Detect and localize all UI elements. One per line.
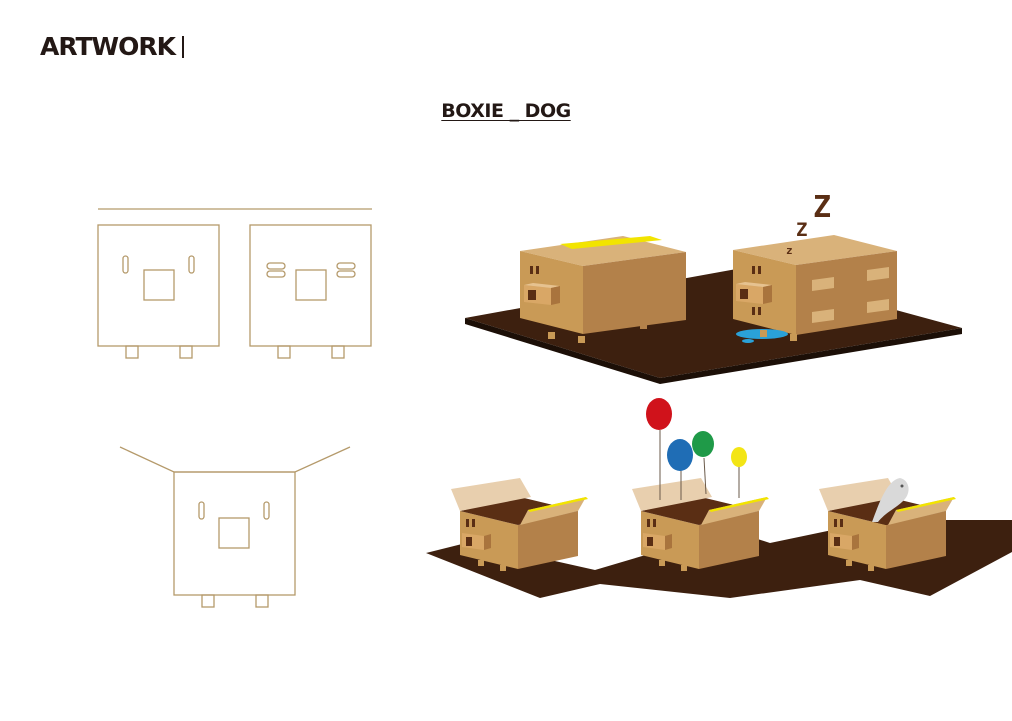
balloon-blue [667,439,693,471]
box-flap-back [451,478,531,511]
open-box-balloons [632,398,769,571]
floor-edge [465,318,962,384]
sleep-z-letters: z Z Z [786,190,831,257]
template-panel-open [119,446,351,608]
template-panel-front [97,224,220,359]
pet-figure [872,478,909,522]
sleep-letter-small: z [786,244,793,257]
page-header: ARTWORK [40,32,184,61]
balloon-yellow [731,447,747,467]
template-drawings [97,208,372,608]
sleep-letter-large: Z [813,190,831,225]
balloon-red [646,398,672,430]
open-box-empty [451,478,588,571]
open-boxes-scene [426,398,1012,598]
artwork-title: BOXIE _ DOG [441,100,571,122]
sleeping-scene: z Z Z [465,190,962,384]
tape-strip [560,236,662,249]
template-panel-sleeping [249,224,372,359]
box-dog-sleeping [733,235,897,343]
box-dog-taped [520,236,686,343]
sleep-letter-medium: Z [796,219,807,241]
open-box-pet [819,478,956,571]
title-cursor-bar [181,35,184,58]
balloon-green [692,431,714,457]
page-title: ARTWORK [40,32,176,61]
